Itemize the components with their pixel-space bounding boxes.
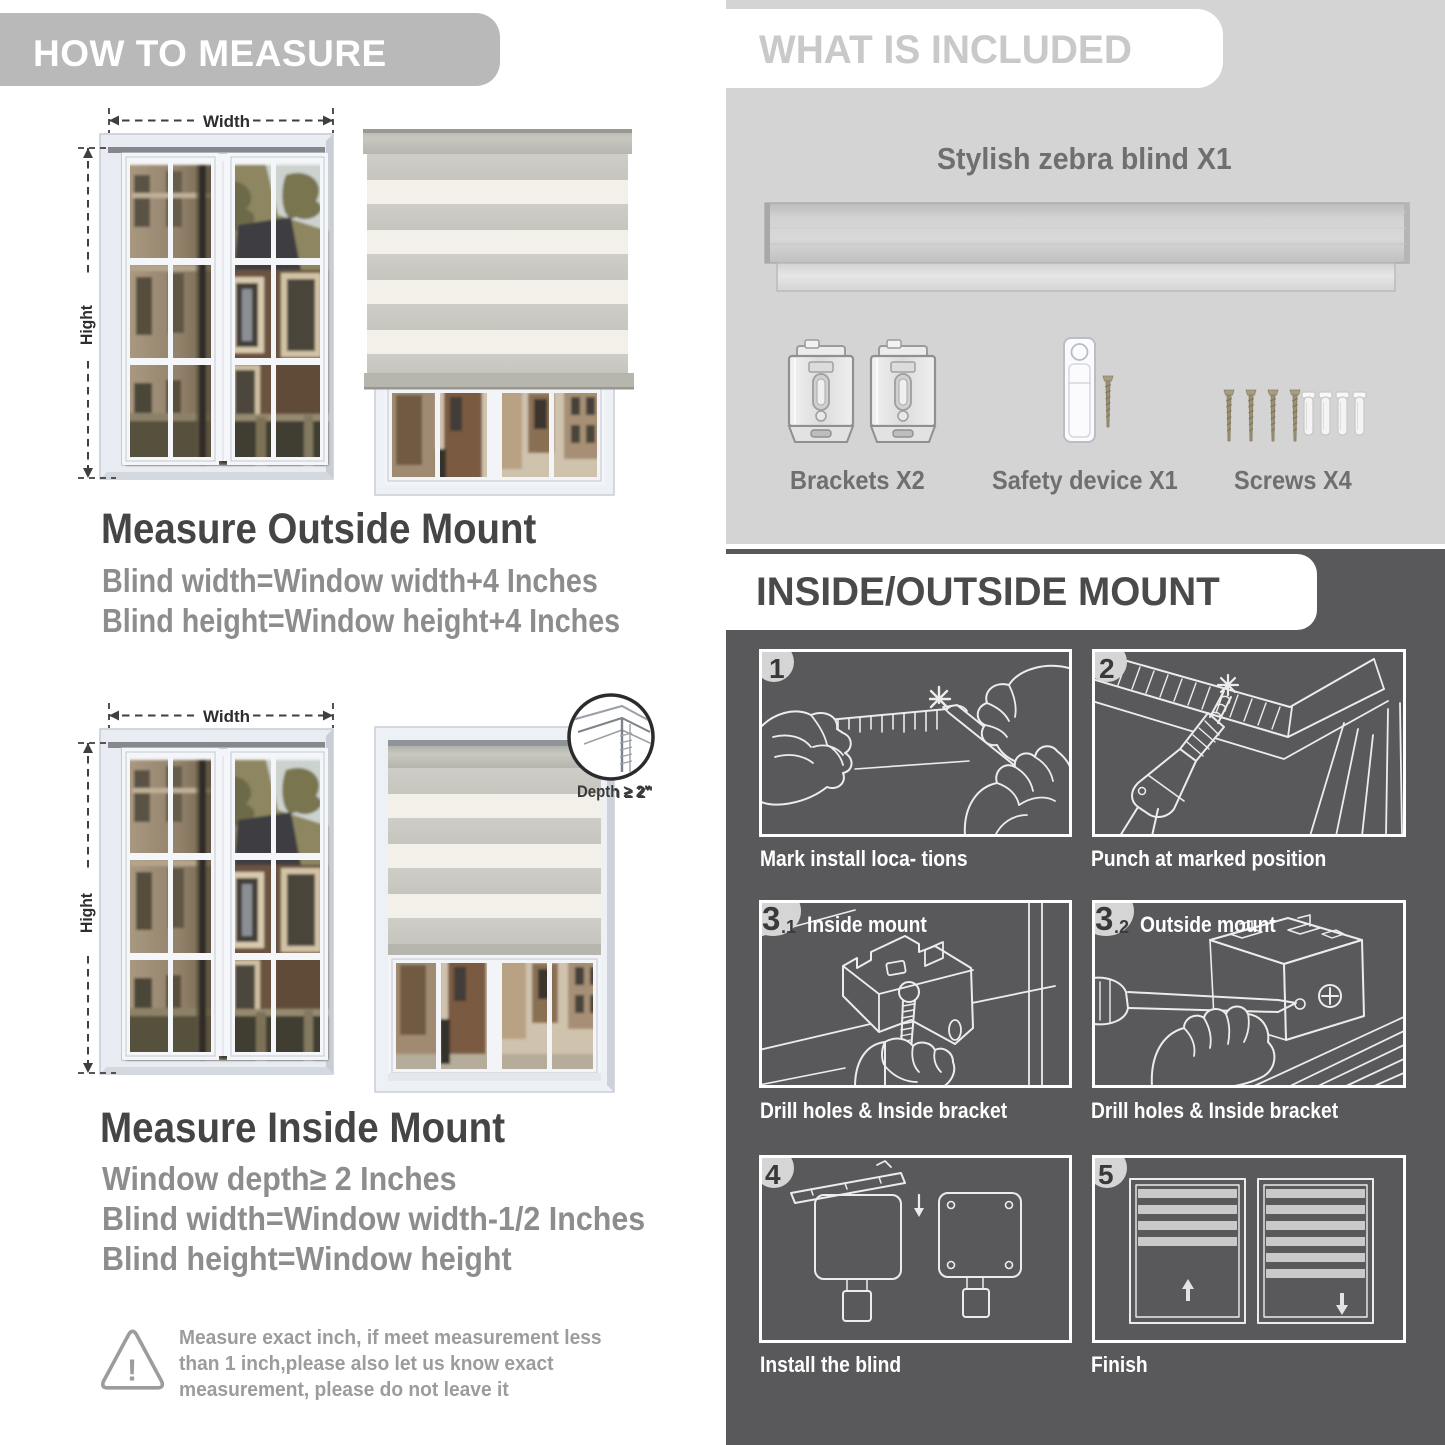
svg-text:3: 3 — [762, 900, 780, 937]
svg-text:.1: .1 — [781, 917, 796, 937]
svg-text:2: 2 — [1099, 653, 1115, 684]
svg-text:4: 4 — [765, 1159, 781, 1190]
svg-text:!: ! — [127, 1354, 137, 1388]
svg-text:3: 3 — [1095, 900, 1113, 937]
svg-text:Depth ≥ 2": Depth ≥ 2" — [577, 783, 651, 801]
svg-text:5: 5 — [1098, 1159, 1114, 1190]
svg-text:.2: .2 — [1114, 917, 1129, 937]
svg-text:1: 1 — [769, 653, 785, 684]
